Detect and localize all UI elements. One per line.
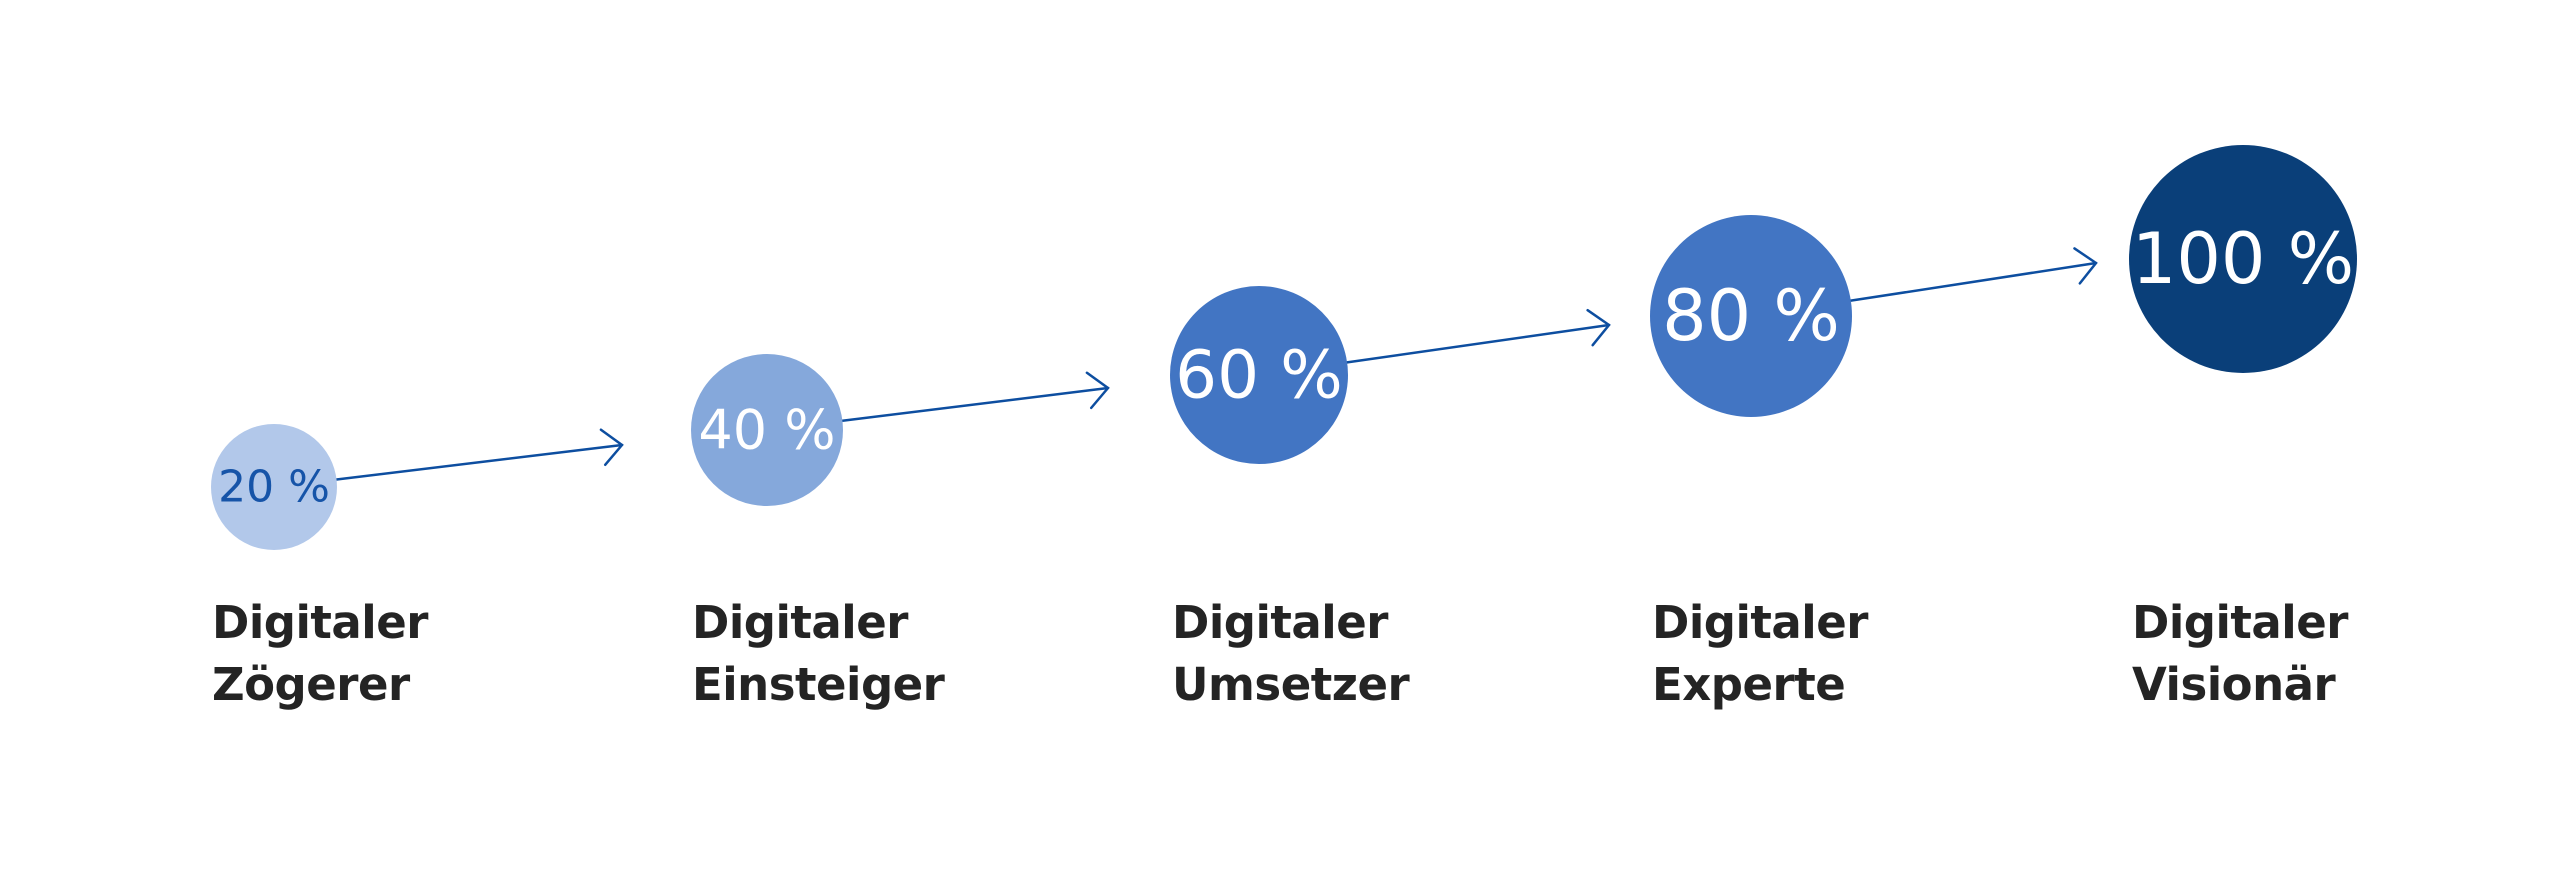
- stage-circle-4: 80 %: [1650, 215, 1852, 417]
- arrow-connector-4: [1849, 247, 2098, 302]
- stage-circle: [691, 354, 843, 506]
- stage-label-line1: Digitaler: [1652, 596, 1868, 649]
- stage-circle-3: 60 %: [1170, 286, 1348, 464]
- stage-percent-label: 100 %: [2132, 218, 2354, 300]
- stage-label-1: Digitaler Zögerer: [212, 592, 428, 716]
- arrowhead-icon: [599, 428, 624, 467]
- stage-label-3: Digitaler Umsetzer: [1172, 592, 1410, 716]
- stage-label-line2: Visionär: [2132, 658, 2336, 711]
- stage-label-line2: Einsteiger: [692, 658, 945, 711]
- arrow-line: [1345, 323, 1611, 364]
- stage-percent-label: 20 %: [218, 462, 330, 513]
- stage-label-4: Digitaler Experte: [1652, 592, 1868, 716]
- arrow-connector-2: [841, 371, 1110, 422]
- arrowhead-icon: [1085, 371, 1110, 410]
- stage-label-line2: Experte: [1652, 658, 1846, 711]
- stage-label-line2: Zögerer: [212, 658, 410, 711]
- stage-label-line1: Digitaler: [1172, 596, 1388, 649]
- arrowhead-icon: [1586, 308, 1611, 347]
- stage-label-line1: Digitaler: [212, 596, 428, 649]
- stage-circle: [1650, 215, 1852, 417]
- stage-circle: [1170, 286, 1348, 464]
- stage-label-2: Digitaler Einsteiger: [692, 592, 945, 716]
- arrow-line: [1849, 261, 2098, 302]
- stage-circle-2: 40 %: [691, 354, 843, 506]
- arrow-line: [841, 386, 1110, 422]
- stage-percent-label: 40 %: [698, 399, 835, 462]
- stage-label-line1: Digitaler: [2132, 596, 2348, 649]
- stage-label-line2: Umsetzer: [1172, 658, 1410, 711]
- stage-label-5: Digitaler Visionär: [2132, 592, 2348, 716]
- stage-circle: [211, 424, 337, 550]
- arrow-line: [335, 443, 624, 481]
- stage-circle: [2129, 145, 2357, 373]
- arrow-connector-1: [335, 428, 624, 481]
- stage-percent-label: 60 %: [1175, 337, 1343, 414]
- stage-circle-1: 20 %: [211, 424, 337, 550]
- stage-circle-5: 100 %: [2129, 145, 2357, 373]
- arrow-connector-3: [1345, 308, 1611, 364]
- arrowhead-icon: [2073, 247, 2098, 285]
- stage-label-line1: Digitaler: [692, 596, 908, 649]
- stage-percent-label: 80 %: [1662, 275, 1840, 357]
